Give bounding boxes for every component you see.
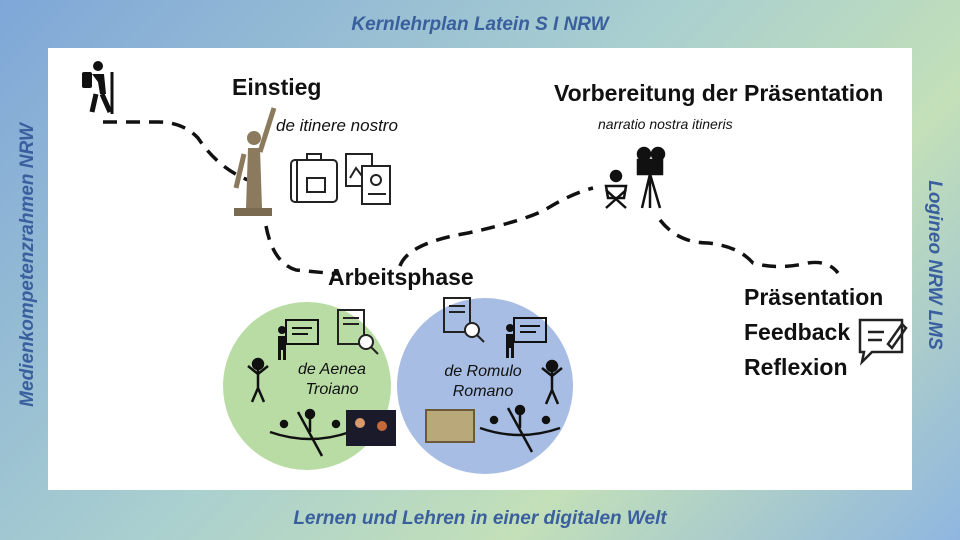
- circle-aenea-label: de Aenea Troiano: [292, 360, 372, 400]
- hiker-icon: [82, 61, 114, 114]
- frame-bottom-label: Lernen und Lehren in einer digitalen Wel…: [293, 508, 667, 529]
- stage-vorbereitung-subtitle: narratio nostra itineris: [598, 116, 733, 132]
- journey-diagram: [82, 61, 908, 474]
- circle-aenea-line2: Troiano: [305, 381, 359, 398]
- frame-right-label: Logineo NRW LMS: [924, 180, 945, 350]
- document-search-icon-2: [443, 297, 485, 343]
- stage-arbeitsphase-title: Arbeitsphase: [328, 264, 474, 290]
- frame-left-label: Medienkompetenzrahmen NRW: [17, 123, 38, 407]
- journey-path-2: [264, 225, 339, 276]
- frame-top-label: Kernlehrplan Latein S I NRW: [351, 14, 609, 35]
- stage-vorbereitung-title: Vorbereitung der Präsentation: [554, 80, 884, 106]
- statue-icon: [233, 107, 277, 216]
- documents-icon: [345, 153, 391, 205]
- journey-path-3: [398, 186, 594, 267]
- ferryman-boat-icon-2: [479, 404, 561, 453]
- circle-romulo-line2: Romano: [452, 383, 514, 400]
- stage-praesentation: Präsentation: [744, 284, 884, 310]
- fresco-figure-2: [377, 421, 387, 431]
- fresco-figure-1: [355, 418, 365, 428]
- stage-reflexion: Reflexion: [744, 354, 848, 380]
- circle-aenea-line1: de Aenea: [298, 361, 366, 378]
- stage-feedback: Feedback: [744, 319, 851, 345]
- ferryman-boat-icon: [269, 408, 351, 457]
- journey-path: [103, 120, 249, 182]
- suitcase-icon: [290, 153, 338, 203]
- thinking-person-icon-2: [541, 359, 563, 405]
- stage-einstieg-subtitle: de itinere nostro: [276, 116, 398, 135]
- document-search-icon: [337, 309, 379, 355]
- stage-einstieg-title: Einstieg: [232, 74, 322, 100]
- diagram-panel: Einstieg de itinere nostro Vorbereitung …: [48, 48, 912, 490]
- teacher-board-icon: [278, 319, 319, 360]
- circle-romulo-label: de Romulo Romano: [438, 362, 528, 402]
- journey-path-4: [658, 218, 840, 275]
- teacher-board-icon-2: [506, 317, 547, 358]
- painting-image: [425, 409, 475, 443]
- thinking-person-icon: [247, 357, 269, 403]
- circle-romulo-line1: de Romulo: [444, 363, 522, 380]
- feedback-bubble-icon: [858, 318, 908, 366]
- fresco-image: [346, 410, 396, 446]
- film-director-icon: [604, 146, 666, 209]
